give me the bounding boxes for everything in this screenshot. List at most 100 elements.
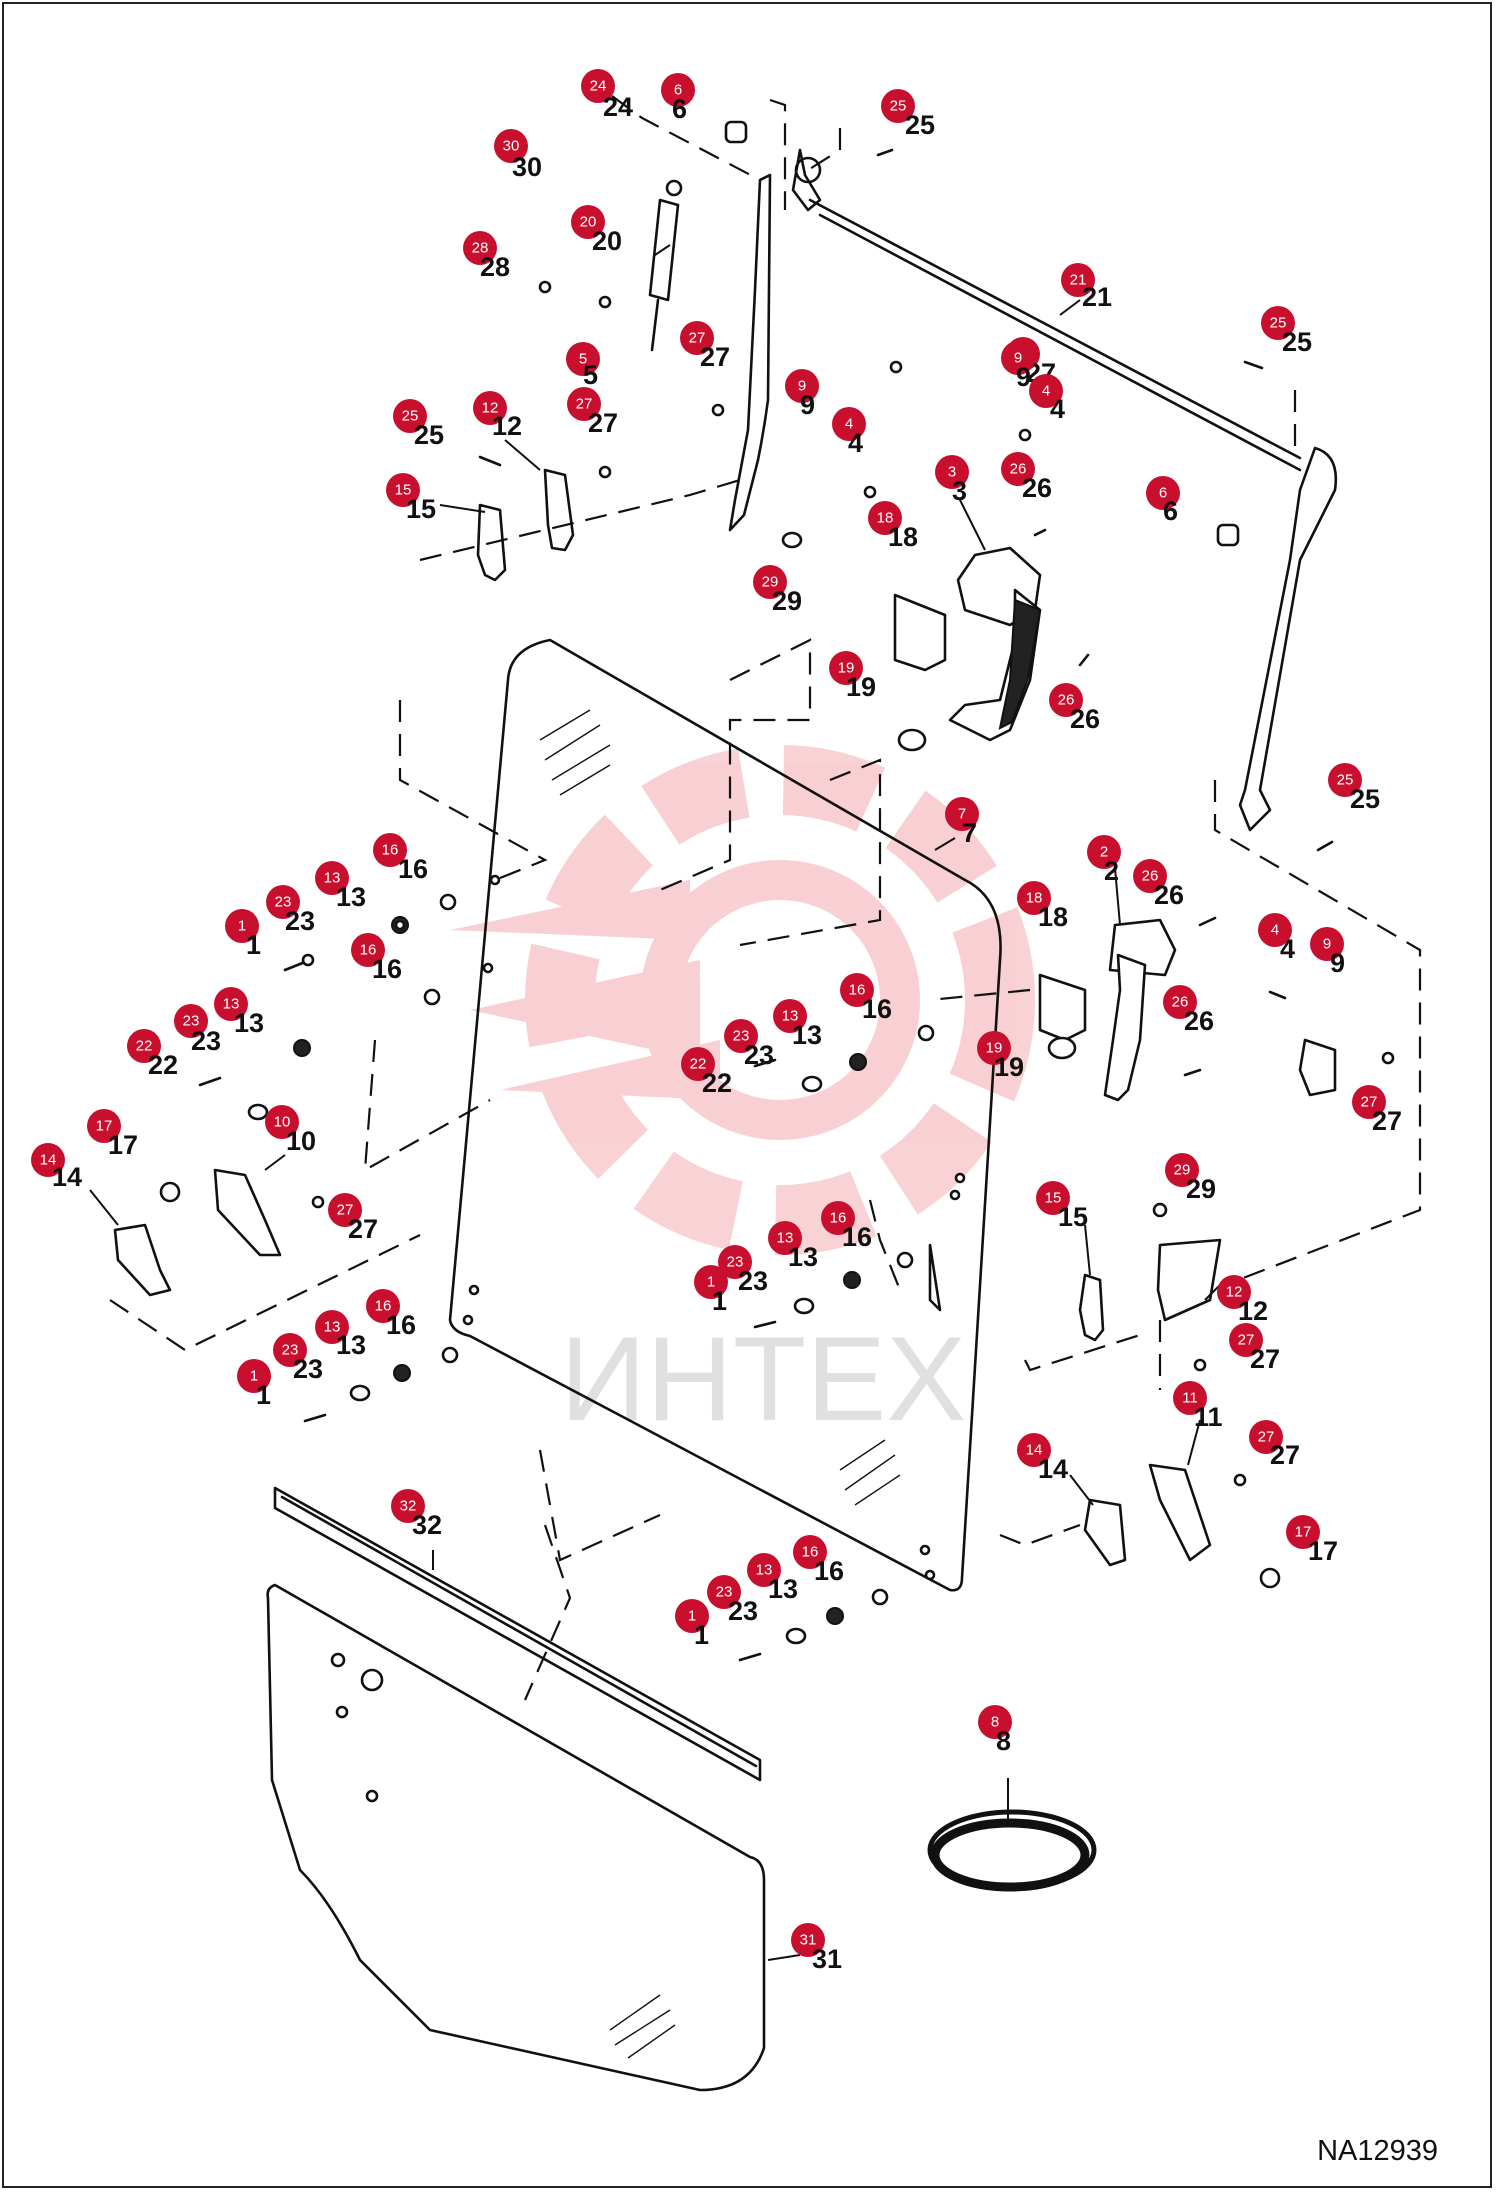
part-number-label-c-29a: 29: [772, 586, 802, 616]
callout-badge-c-32: 32: [391, 1489, 425, 1523]
svg-text:14: 14: [40, 1152, 57, 1169]
svg-text:26: 26: [1058, 692, 1075, 709]
part-number-label-c-4c: 4: [1280, 934, 1295, 964]
svg-text:23: 23: [183, 1013, 200, 1030]
callout-badge-c-9a: 9: [1001, 341, 1035, 375]
part-number-label-c-25d: 25: [1350, 784, 1380, 814]
svg-text:9: 9: [1014, 350, 1022, 367]
part-number-label-c-22b: 22: [702, 1068, 732, 1098]
svg-text:9: 9: [1323, 936, 1331, 953]
channel-strip-part: [273, 1486, 762, 1782]
part-number-label-c-25c: 25: [414, 420, 444, 450]
assembly-guide-lines: [109, 95, 1422, 1701]
svg-text:27: 27: [689, 330, 706, 347]
callout-badge-c-21: 21: [1061, 263, 1095, 297]
svg-text:7: 7: [958, 806, 966, 823]
callout-badge-c-15a: 15: [386, 473, 420, 507]
callout-badge-c-29b: 29: [1165, 1153, 1199, 1187]
part-number-label-c-4b: 4: [848, 428, 863, 458]
part-number-label-c-26d: 26: [1184, 1006, 1214, 1036]
svg-text:26: 26: [1172, 994, 1189, 1011]
seal-part: [927, 1809, 1097, 1892]
svg-text:21: 21: [1070, 272, 1087, 289]
part-number-label-c-16e: 16: [386, 1310, 416, 1340]
callout-badge-c-17b: 17: [1286, 1515, 1320, 1549]
left-link-arm-part: [728, 148, 822, 532]
svg-text:23: 23: [727, 1254, 744, 1271]
part-number-label-c-7: 7: [962, 818, 977, 848]
svg-text:13: 13: [782, 1008, 799, 1025]
callout-badge-c-26b: 26: [1049, 683, 1083, 717]
svg-text:11: 11: [1182, 1390, 1198, 1407]
svg-text:32: 32: [400, 1498, 417, 1515]
callout-badge-c-29a: 29: [753, 565, 787, 599]
svg-text:6: 6: [1159, 485, 1167, 502]
callout-badge-c-10: 10: [265, 1105, 299, 1139]
callout-badge-c-15b: 15: [1036, 1181, 1070, 1215]
part-number-label-c-16a: 16: [398, 854, 428, 884]
part-number-label-c-19a: 19: [846, 672, 876, 702]
callout-badge-c-3: 3: [935, 455, 969, 489]
svg-text:23: 23: [282, 1342, 299, 1359]
upper-handle-part: [948, 546, 1042, 742]
svg-text:18: 18: [877, 510, 894, 527]
callout-badge-c-23f: 23: [707, 1575, 741, 1609]
part-number-label-c-21: 21: [1082, 282, 1112, 312]
callout-badge-c-13b: 13: [214, 987, 248, 1021]
callout-badge-c-1a: 1: [225, 909, 259, 943]
svg-text:27: 27: [1258, 1429, 1275, 1446]
callout-badge-c-27e: 27: [328, 1193, 362, 1227]
part-number-label-c-31: 31: [812, 1944, 842, 1974]
svg-text:13: 13: [223, 996, 240, 1013]
svg-text:16: 16: [375, 1298, 392, 1315]
callout-layer: 2424303066252520202121282827272525552727…: [31, 69, 1402, 1974]
svg-text:1: 1: [238, 918, 246, 935]
callout-badge-c-16a: 16: [373, 833, 407, 867]
part-number-label-c-23c: 23: [744, 1040, 774, 1070]
part-number-label-c-23e: 23: [293, 1354, 323, 1384]
watermark-text: ИНТЕХ: [560, 1312, 966, 1446]
leader-lines: [89, 244, 1226, 1961]
part-number-label-c-17b: 17: [1308, 1536, 1338, 1566]
part-number-label-c-12b: 12: [1238, 1296, 1268, 1326]
callout-badge-c-23a: 23: [266, 885, 300, 919]
svg-text:13: 13: [756, 1562, 773, 1579]
callout-badge-c-16b: 16: [351, 933, 385, 967]
svg-text:23: 23: [733, 1028, 750, 1045]
svg-text:29: 29: [762, 574, 779, 591]
part-number-label-c-19b: 19: [994, 1052, 1024, 1082]
callout-badge-c-1c: 1: [237, 1359, 271, 1393]
callout-badge-c-16d: 16: [821, 1201, 855, 1235]
callout-badge-c-1d: 1: [675, 1599, 709, 1633]
callout-badge-c-26d: 26: [1163, 985, 1197, 1019]
callout-badge-c-19a: 19: [829, 651, 863, 685]
part-number-label-c-13c: 13: [792, 1020, 822, 1050]
svg-text:15: 15: [395, 482, 412, 499]
svg-text:9: 9: [798, 378, 806, 395]
callout-badge-c-25a: 25: [881, 89, 915, 123]
part-number-label-c-4a: 4: [1050, 394, 1065, 424]
svg-text:16: 16: [382, 842, 399, 859]
svg-text:13: 13: [324, 870, 341, 887]
part-number-label-c-27e: 27: [348, 1214, 378, 1244]
part-number-label-c-23d: 23: [738, 1266, 768, 1296]
callout-badge-c-12b: 12: [1217, 1275, 1251, 1309]
callout-badge-c-4a: 4: [1029, 374, 1063, 408]
svg-text:10: 10: [274, 1114, 291, 1131]
callout-badge-c-26c: 26: [1133, 859, 1167, 893]
part-number-label-c-27c: 27: [588, 408, 618, 438]
svg-text:19: 19: [838, 660, 855, 677]
part-number-label-c-10: 10: [286, 1126, 316, 1156]
part-number-label-c-27d: 27: [1372, 1106, 1402, 1136]
callout-badge-c-4c: 4: [1258, 913, 1292, 947]
svg-text:16: 16: [360, 942, 377, 959]
part-number-label-c-12a: 12: [492, 411, 522, 441]
part-number-label-c-25b: 25: [1282, 327, 1312, 357]
callout-badge-c-22b: 22: [681, 1047, 715, 1081]
part-number-label-c-22a: 22: [148, 1050, 178, 1080]
callout-badge-c-14a: 14: [31, 1143, 65, 1177]
part-number-label-c-23f: 23: [728, 1596, 758, 1626]
callout-badge-c-1b: 1: [694, 1265, 728, 1299]
part-number-label-c-26c: 26: [1154, 880, 1184, 910]
